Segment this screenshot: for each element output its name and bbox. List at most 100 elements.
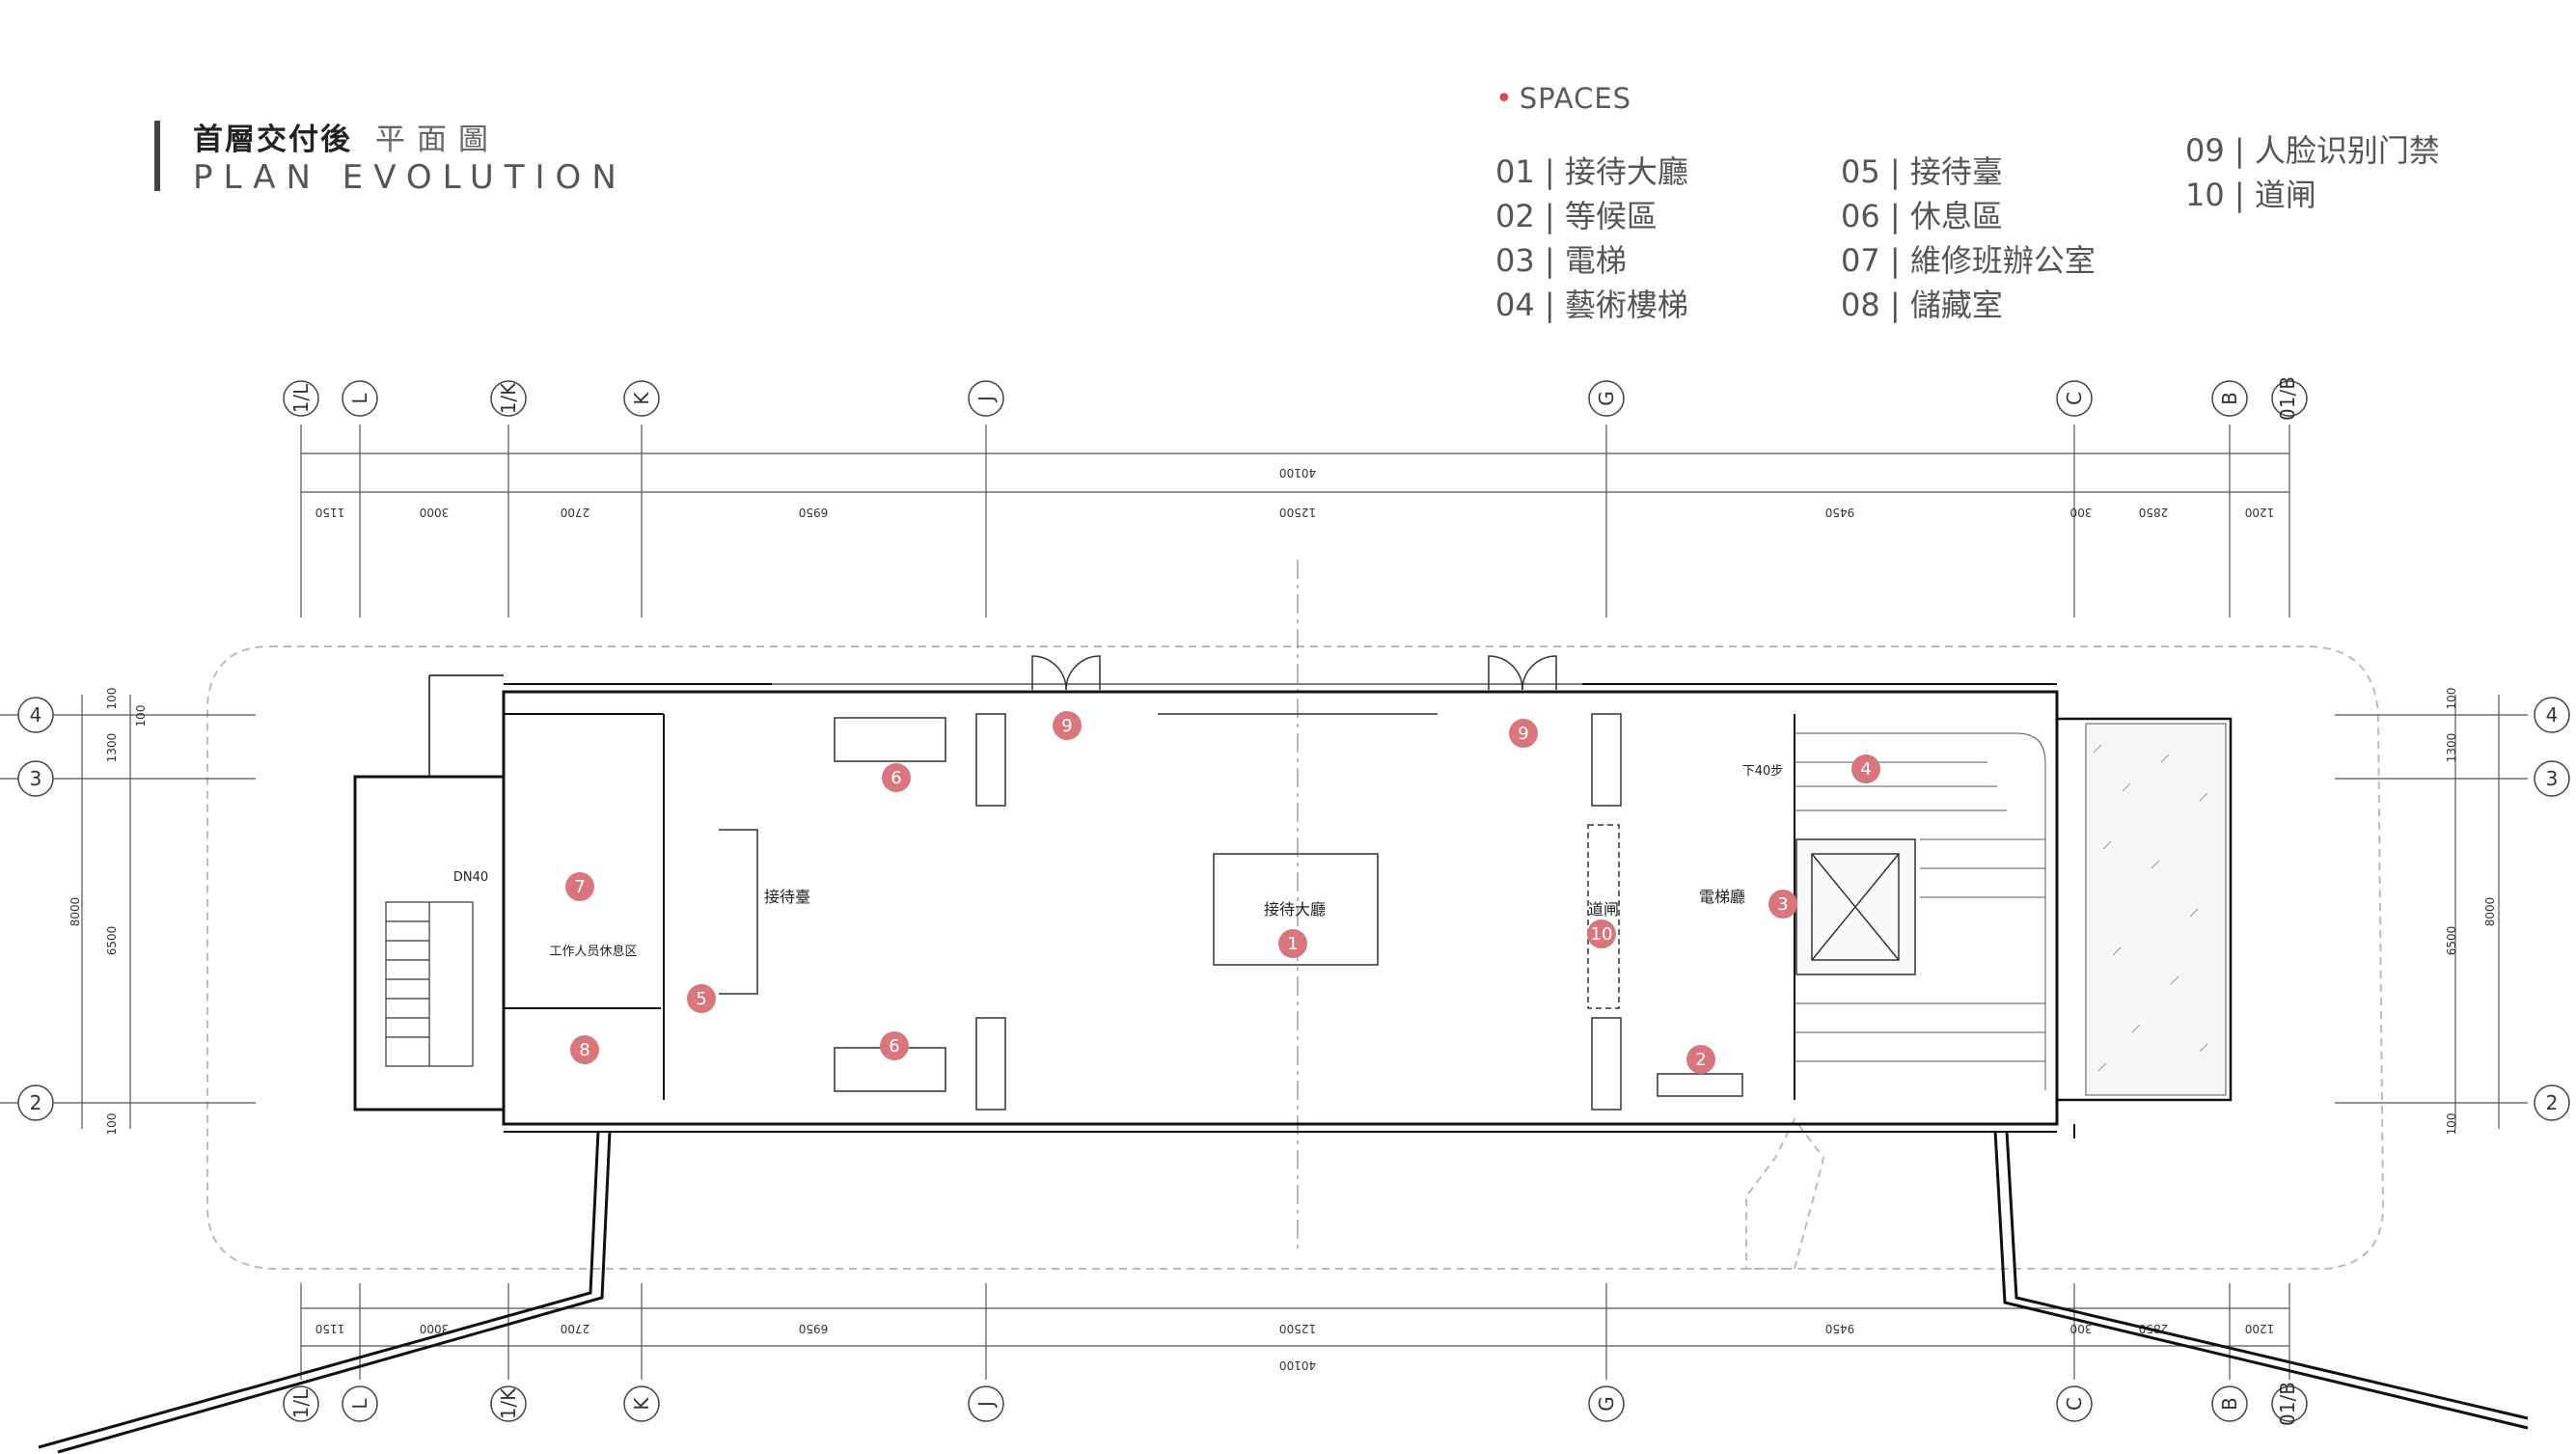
badge-10: 10 xyxy=(1587,919,1616,948)
dim-top-5: 12500 xyxy=(1279,506,1316,519)
floor-plan: 1/L L 1/K K J G C B 01/B 1/L L 1/K K J G… xyxy=(0,367,2576,1454)
badge-8: 8 xyxy=(570,1035,599,1064)
staff-area-label: 工作人员休息区 xyxy=(549,944,637,959)
badge-7: 7 xyxy=(565,872,594,901)
grid-label-K-top: K xyxy=(630,392,653,405)
title-cn-main: 首層交付後 xyxy=(193,123,352,157)
stair-down-label: 下40步 xyxy=(1742,764,1784,779)
grid-label-row4-right: 4 xyxy=(2546,703,2559,727)
lobby-furniture xyxy=(719,713,1743,1111)
dim-left-1: 100 xyxy=(105,688,119,710)
badge-3: 3 xyxy=(1768,890,1797,919)
badge-9-right: 9 xyxy=(1509,719,1538,748)
elevator-core xyxy=(1795,838,1916,975)
grid-label-01B-top: 01/B xyxy=(2276,376,2299,421)
badge-4-number: 4 xyxy=(1860,759,1871,780)
grid-label-J-top: J xyxy=(974,396,998,403)
dim-bottom-9: 1200 xyxy=(2245,1322,2275,1335)
badge-2-number: 2 xyxy=(1695,1050,1706,1070)
dim-left-3: 1300 xyxy=(105,733,119,763)
legend-item-05: 05 | 接待臺 xyxy=(1841,153,2003,190)
dim-left-6: 100 xyxy=(105,1113,119,1136)
legend-item-03: 03 | 電梯 xyxy=(1495,242,1627,279)
dim-bottom-3: 2700 xyxy=(561,1322,590,1335)
grid-label-L-bottom: L xyxy=(348,1398,371,1410)
badge-6-top: 6 xyxy=(882,763,911,792)
reception-label: 接待臺 xyxy=(764,888,810,906)
dim-right-2: 1300 xyxy=(2445,733,2458,763)
dim-bottom-1: 1150 xyxy=(315,1322,345,1335)
stair-dn-label: DN40 xyxy=(453,870,488,885)
legend-item-07: 07 | 維修班辦公室 xyxy=(1841,242,2096,279)
badge-9-right-number: 9 xyxy=(1518,724,1528,744)
grid-label-K-bottom: K xyxy=(630,1397,653,1411)
legend-heading-text: SPACES xyxy=(1519,82,1632,115)
legend-item-10: 10 | 道闸 xyxy=(2185,177,2316,213)
dim-top-9: 1200 xyxy=(2245,506,2275,519)
dimension-labels: 40100 1150 3000 2700 6950 12500 9450 300… xyxy=(69,466,2497,1372)
grid-label-C-top: C xyxy=(2063,392,2086,405)
grid-label-1K-bottom: 1/K xyxy=(497,1387,520,1419)
legend-item-01: 01 | 接待大廳 xyxy=(1495,153,1688,190)
dim-top-7: 300 xyxy=(2070,506,2093,519)
dim-top-8: 2850 xyxy=(2139,506,2169,519)
grid-label-G-bottom: G xyxy=(1595,1396,1618,1412)
badge-3-number: 3 xyxy=(1777,894,1788,915)
legend-heading: •SPACES xyxy=(1495,82,1631,116)
legend-bullet: • xyxy=(1495,82,1514,116)
grid-label-1K-top: 1/K xyxy=(497,382,520,414)
dim-bottom-5: 12500 xyxy=(1279,1322,1316,1335)
legend-item-08: 08 | 儲藏室 xyxy=(1841,287,2003,323)
grid-label-01B-bottom: 01/B xyxy=(2276,1382,2299,1426)
grid-label-B-top: B xyxy=(2218,392,2241,405)
dim-bottom-6: 9450 xyxy=(1825,1322,1855,1335)
grid-column-labels: 1/L L 1/K K J G C B 01/B 1/L L 1/K K J G… xyxy=(30,376,2559,1426)
title-cn: 首層交付後平面圖 xyxy=(193,121,627,159)
dim-left-4: 6500 xyxy=(105,926,119,956)
dim-right-1: 100 xyxy=(2445,688,2458,710)
badge-10-number: 10 xyxy=(1591,924,1613,945)
legend-item-02: 02 | 等候區 xyxy=(1495,198,1658,234)
title-cn-sub: 平面圖 xyxy=(375,123,500,157)
dim-bottom-2: 3000 xyxy=(420,1322,450,1335)
title-block: 首層交付後平面圖 PLAN EVOLUTION xyxy=(154,121,627,196)
badge-6-top-number: 6 xyxy=(891,768,901,788)
dim-total-top: 40100 xyxy=(1279,466,1316,480)
elevator-hall-label: 電梯廳 xyxy=(1699,888,1745,906)
badge-5-number: 5 xyxy=(696,989,706,1009)
badge-4: 4 xyxy=(1851,754,1880,783)
badge-6-bottom: 6 xyxy=(880,1031,909,1060)
grid-label-1L-top: 1/L xyxy=(289,383,313,413)
grid-label-row2-left: 2 xyxy=(30,1091,42,1114)
grid-label-B-bottom: B xyxy=(2218,1397,2241,1411)
grid-label-row2-right: 2 xyxy=(2546,1091,2559,1114)
dim-top-3: 2700 xyxy=(561,506,590,519)
dim-top-4: 6950 xyxy=(799,506,829,519)
badge-5: 5 xyxy=(687,984,716,1013)
dim-right-3: 6500 xyxy=(2445,926,2458,956)
grid-label-row3-left: 3 xyxy=(30,767,42,790)
gate-label: 道闸 xyxy=(1588,900,1619,919)
legend-item-09: 09 | 人脸识别门禁 xyxy=(2185,132,2440,169)
grid-column-bubbles xyxy=(17,380,2570,1422)
dim-bottom-4: 6950 xyxy=(799,1322,829,1335)
dim-top-1: 1150 xyxy=(315,506,345,519)
grid-label-1L-bottom: 1/L xyxy=(289,1388,313,1418)
dim-bottom-7: 300 xyxy=(2070,1322,2093,1335)
legend-item-06: 06 | 休息區 xyxy=(1841,198,2003,234)
dim-top-2: 3000 xyxy=(420,506,450,519)
dim-total-bottom: 40100 xyxy=(1279,1358,1316,1372)
building-walls xyxy=(353,674,2233,1139)
grid-label-row3-right: 3 xyxy=(2546,767,2559,790)
badge-2: 2 xyxy=(1686,1045,1715,1074)
grid-label-row4-left: 4 xyxy=(30,703,42,727)
entrance-ramps xyxy=(38,1130,2529,1454)
badge-8-number: 8 xyxy=(579,1040,589,1060)
grid-lines xyxy=(0,425,2528,1380)
badge-9-left-number: 9 xyxy=(1061,716,1072,736)
title-en: PLAN EVOLUTION xyxy=(193,158,627,197)
badge-1: 1 xyxy=(1278,929,1307,958)
badge-1-number: 1 xyxy=(1287,934,1298,954)
dim-top-6: 9450 xyxy=(1825,506,1855,519)
dim-right-5: 100 xyxy=(2445,1113,2458,1136)
